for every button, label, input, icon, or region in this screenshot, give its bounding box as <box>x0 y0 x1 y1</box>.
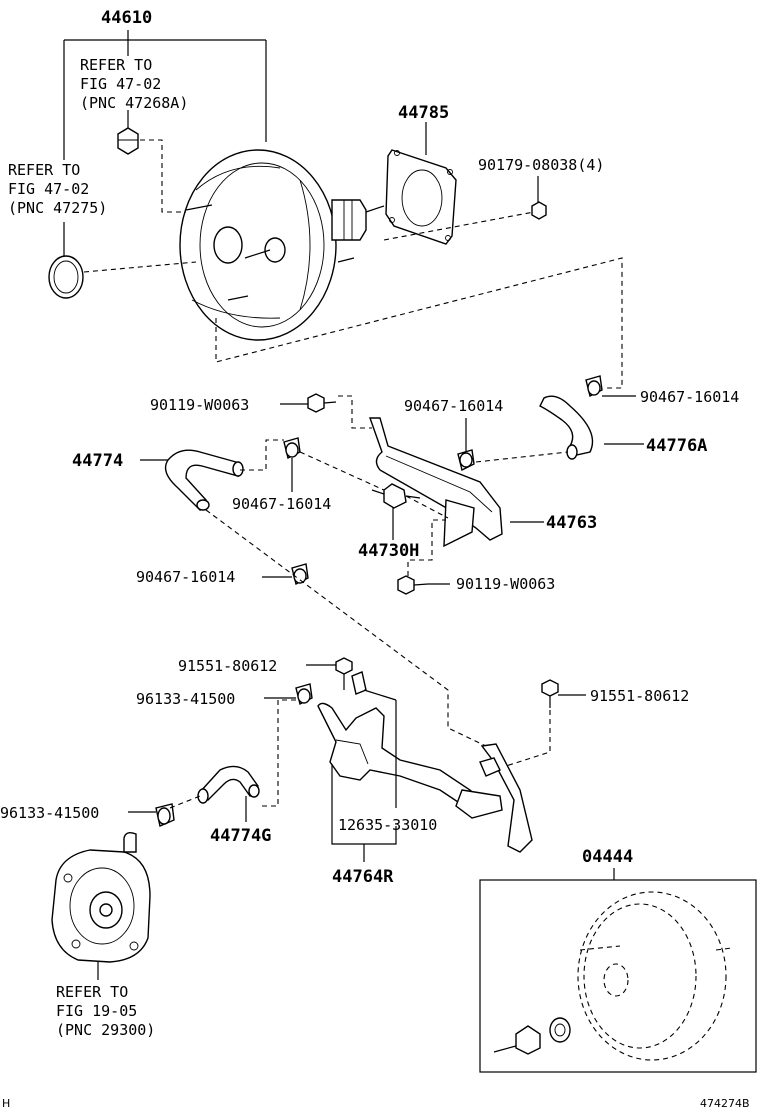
label-91551-a: 91551-80612 <box>178 657 277 675</box>
label-90467-mid: 90467-16014 <box>404 397 503 415</box>
kit-box-04444 <box>479 879 757 1073</box>
bolt-91551-a[interactable] <box>335 657 353 690</box>
label-12635: 12635-33010 <box>338 816 437 834</box>
label-90467-right: 90467-16014 <box>640 388 739 406</box>
vacuum-pipe-44763[interactable] <box>369 417 503 548</box>
o-ring[interactable] <box>48 255 84 299</box>
clip-96133-b[interactable] <box>155 803 175 827</box>
refer-a-line3: (PNC 47268A) <box>80 94 188 112</box>
clip-90467-mid[interactable] <box>457 449 475 472</box>
label-44774G: 44774G <box>210 826 271 846</box>
hose-44776A[interactable] <box>539 395 594 460</box>
figure-id: 474274B <box>700 1097 750 1110</box>
refer-c-line2: FIG 19-05 <box>56 1002 137 1020</box>
bolt-91551-b[interactable] <box>541 679 559 708</box>
bolt-90119-bottom[interactable] <box>397 575 429 595</box>
label-90467-low: 90467-16014 <box>136 568 235 586</box>
label-90467-left: 90467-16014 <box>232 495 331 513</box>
label-44610: 44610 <box>101 8 152 28</box>
label-44785: 44785 <box>398 103 449 123</box>
label-04444: 04444 <box>582 847 633 867</box>
label-96133-b: 96133-41500 <box>0 804 99 822</box>
clip-90467-right[interactable] <box>585 375 603 398</box>
label-44776A: 44776A <box>646 436 707 456</box>
clip-96133-a[interactable] <box>295 683 313 706</box>
label-90119-bot: 90119-W0063 <box>456 575 555 593</box>
clip-90467-left[interactable] <box>283 437 301 460</box>
hose-44774[interactable] <box>164 449 244 512</box>
check-valve-44730H[interactable] <box>371 483 421 509</box>
nut-90179[interactable] <box>531 201 547 220</box>
hose-bracket-right[interactable] <box>455 743 533 853</box>
bracket-44764R[interactable] <box>317 671 487 815</box>
label-91551-b: 91551-80612 <box>590 687 689 705</box>
label-90179: 90179-08038(4) <box>478 156 604 174</box>
refer-c-line1: REFER TO <box>56 983 128 1001</box>
brake-booster[interactable] <box>179 149 385 341</box>
label-90119-top: 90119-W0063 <box>150 396 249 414</box>
bolt-90119-top[interactable] <box>307 393 337 413</box>
clip-90467-low[interactable] <box>291 563 309 586</box>
label-44774: 44774 <box>72 451 123 471</box>
refer-c-line3: (PNC 29300) <box>56 1021 155 1039</box>
vacuum-pump[interactable] <box>51 831 151 963</box>
refer-b-line3: (PNC 47275) <box>8 199 107 217</box>
label-44763: 44763 <box>546 513 597 533</box>
refer-b-line2: FIG 47-02 <box>8 180 89 198</box>
label-44730H: 44730H <box>358 541 419 561</box>
refer-b-line1: REFER TO <box>8 161 80 179</box>
label-44764R: 44764R <box>332 867 394 887</box>
refer-a-line1: REFER TO <box>80 56 152 74</box>
gasket-44785[interactable] <box>385 149 457 245</box>
hose-44774G[interactable] <box>197 765 260 804</box>
refer-a-line2: FIG 47-02 <box>80 75 161 93</box>
label-96133-a: 96133-41500 <box>136 690 235 708</box>
corner-mark: H <box>2 1097 10 1110</box>
kit-parts-04444[interactable] <box>493 891 733 1061</box>
booster-nut[interactable] <box>117 127 139 155</box>
